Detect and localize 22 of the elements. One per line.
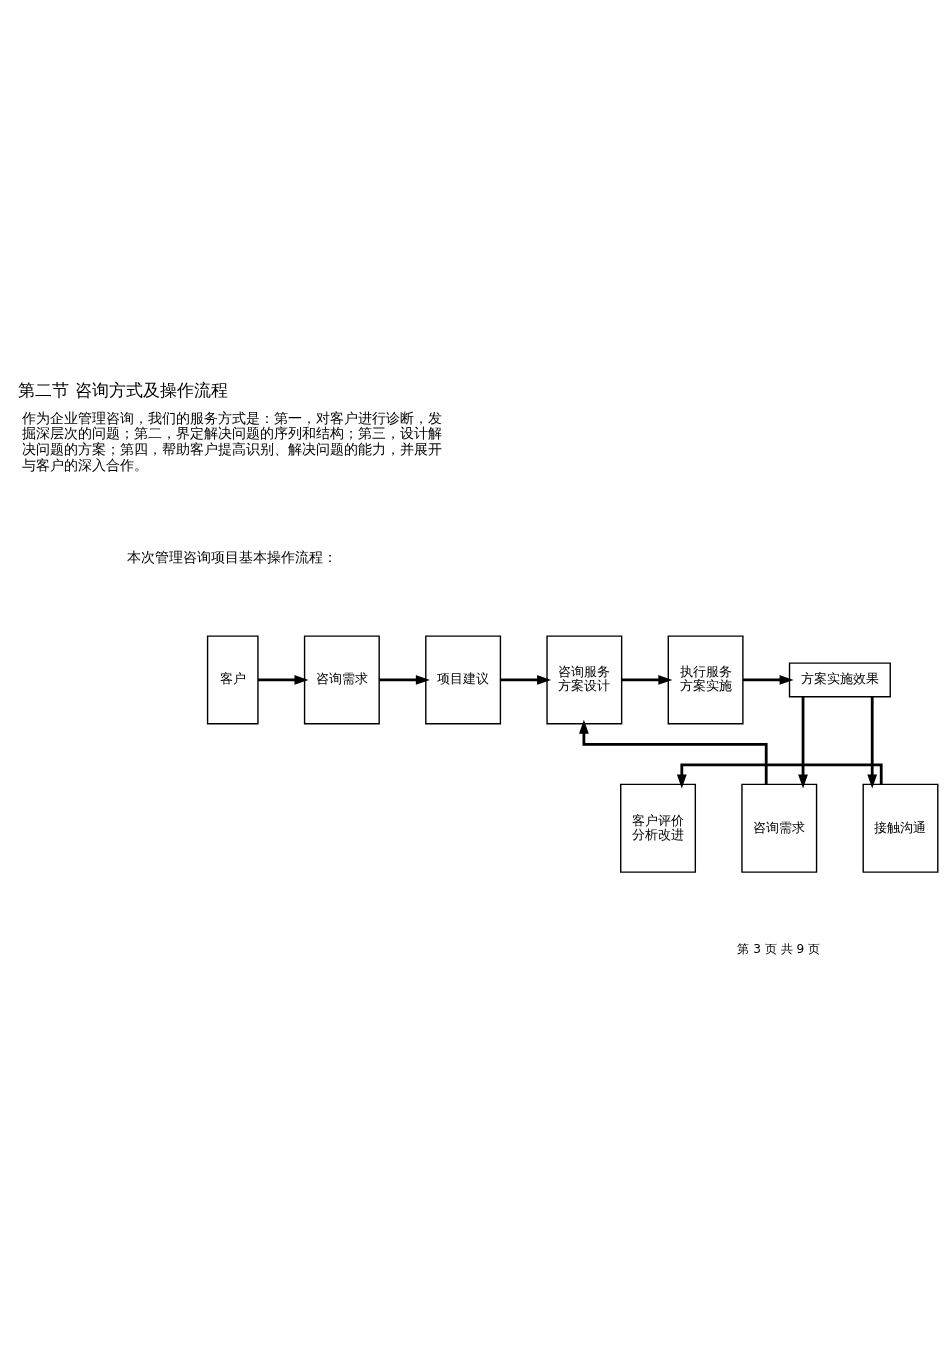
arrow (867, 696, 878, 789)
arrow (578, 719, 768, 785)
arrow (500, 675, 552, 685)
arrow (743, 675, 794, 685)
node-box: 项目建议 (425, 635, 502, 725)
diagram-title: 第二节 咨询方式及操作流程 (18, 379, 228, 400)
node-box: 接触沟通 (862, 783, 939, 873)
node-box: 方案实施效果 (788, 662, 891, 698)
arrow (621, 675, 673, 685)
label: 作为企业管理咨询，我们的服务方式是：第一，对客户进行诊断，发掘深层次的问题；第二，界定解决问题的序列和结构；第三，设计解决问题的方案；第四，帮助客户提高识别、解决问题的能力，并展开与客户的深入合作。 (22, 409, 443, 474)
node-box: 客户评价分析改进 (620, 783, 697, 873)
arrow (676, 763, 883, 789)
node-box: 咨询服务方案设计 (546, 635, 623, 725)
node-box: 执行服务方案实施 (667, 635, 744, 725)
label: 第 3 页 共 9 页 (737, 941, 820, 956)
label: 本次管理咨询项目基本操作流程： (127, 548, 338, 565)
arrow (798, 696, 808, 789)
node-box: 咨询需求 (303, 635, 380, 725)
node-box: 咨询需求 (741, 783, 818, 873)
arrow (258, 675, 309, 685)
node-box: 客户 (206, 635, 259, 725)
arrow (379, 675, 430, 685)
